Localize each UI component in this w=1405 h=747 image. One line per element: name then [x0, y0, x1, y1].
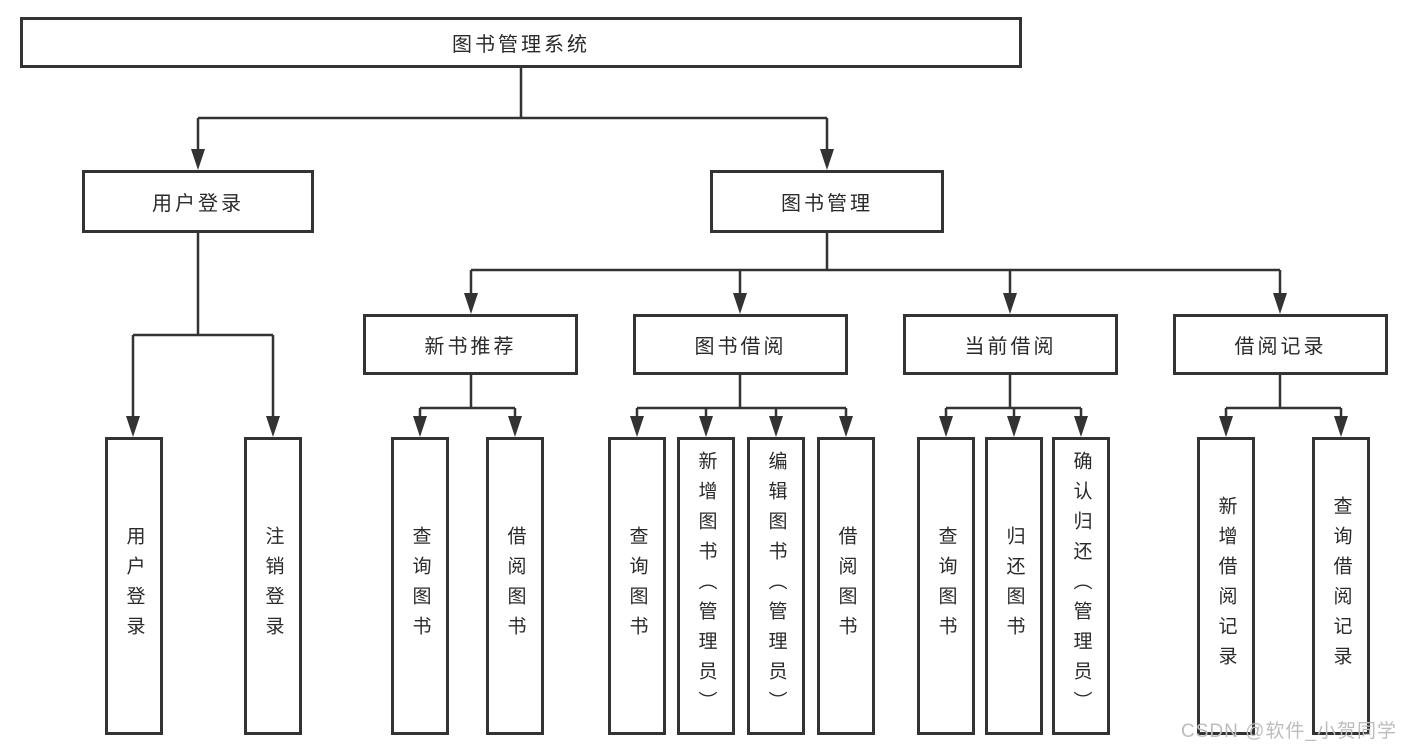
- node-label: 图书管理: [781, 193, 873, 215]
- leaf-query-borrow-record: 查询借阅记录: [1312, 437, 1370, 735]
- leaf-label: 新增图书（管理员）: [695, 451, 717, 721]
- node-label: 图书借阅: [694, 336, 787, 358]
- node-current-borrow: 当前借阅: [903, 314, 1118, 375]
- leaf-query-books-recommend: 查询图书: [391, 437, 449, 735]
- leaf-label: 查询借阅记录: [1330, 496, 1352, 676]
- leaf-logout: 注销登录: [244, 437, 302, 735]
- node-user-login: 用户登录: [82, 170, 314, 233]
- leaf-label: 新增借阅记录: [1215, 496, 1237, 676]
- leaf-query-books-borrow: 查询图书: [608, 437, 666, 735]
- node-book-borrow: 图书借阅: [633, 314, 848, 375]
- node-borrow-records: 借阅记录: [1173, 314, 1388, 375]
- node-label: 用户登录: [152, 193, 244, 215]
- leaf-label: 查询图书: [409, 526, 431, 646]
- leaf-borrow-books-borrow: 借阅图书: [817, 437, 875, 735]
- leaf-label: 注销登录: [262, 526, 284, 646]
- arrowheads: [126, 149, 1348, 437]
- leaf-user-login: 用户登录: [105, 437, 163, 735]
- leaf-label: 用户登录: [123, 526, 145, 646]
- node-label: 借阅记录: [1234, 336, 1327, 358]
- leaf-label: 借阅图书: [835, 526, 857, 646]
- node-label: 图书管理系统: [452, 34, 590, 56]
- leaf-add-book-admin: 新增图书（管理员）: [677, 437, 735, 735]
- leaf-return-books: 归还图书: [985, 437, 1043, 735]
- connector-new-book-recommend-to-leaves: [418, 375, 517, 424]
- connector-borrow-records-to-leaves: [1224, 375, 1343, 424]
- leaf-label: 查询图书: [626, 526, 648, 646]
- connector-book-management-to-level3: [469, 233, 1282, 300]
- leaf-label: 确认归还（管理员）: [1070, 451, 1092, 721]
- leaf-edit-book-admin: 编辑图书（管理员）: [747, 437, 805, 735]
- connector-user-login-to-leaves: [131, 233, 275, 424]
- leaf-add-borrow-record: 新增借阅记录: [1197, 437, 1255, 735]
- leaf-label: 查询图书: [935, 526, 957, 646]
- leaf-borrow-books-recommend: 借阅图书: [486, 437, 544, 735]
- leaf-label: 归还图书: [1003, 526, 1025, 646]
- leaf-label: 编辑图书（管理员）: [765, 451, 787, 721]
- connector-book-borrow-to-leaves: [635, 375, 848, 424]
- leaf-query-books-current: 查询图书: [917, 437, 975, 735]
- leaf-confirm-return-admin: 确认归还（管理员）: [1052, 437, 1110, 735]
- connector-root-to-level2: [196, 68, 829, 155]
- node-new-book-recommend: 新书推荐: [363, 314, 578, 375]
- node-label: 当前借阅: [964, 336, 1057, 358]
- csdn-watermark: CSDN @软件_小贺同学: [1181, 721, 1397, 742]
- node-book-management: 图书管理: [710, 170, 944, 233]
- node-label: 新书推荐: [424, 336, 517, 358]
- leaf-label: 借阅图书: [504, 526, 526, 646]
- node-library-management-system: 图书管理系统: [20, 17, 1022, 68]
